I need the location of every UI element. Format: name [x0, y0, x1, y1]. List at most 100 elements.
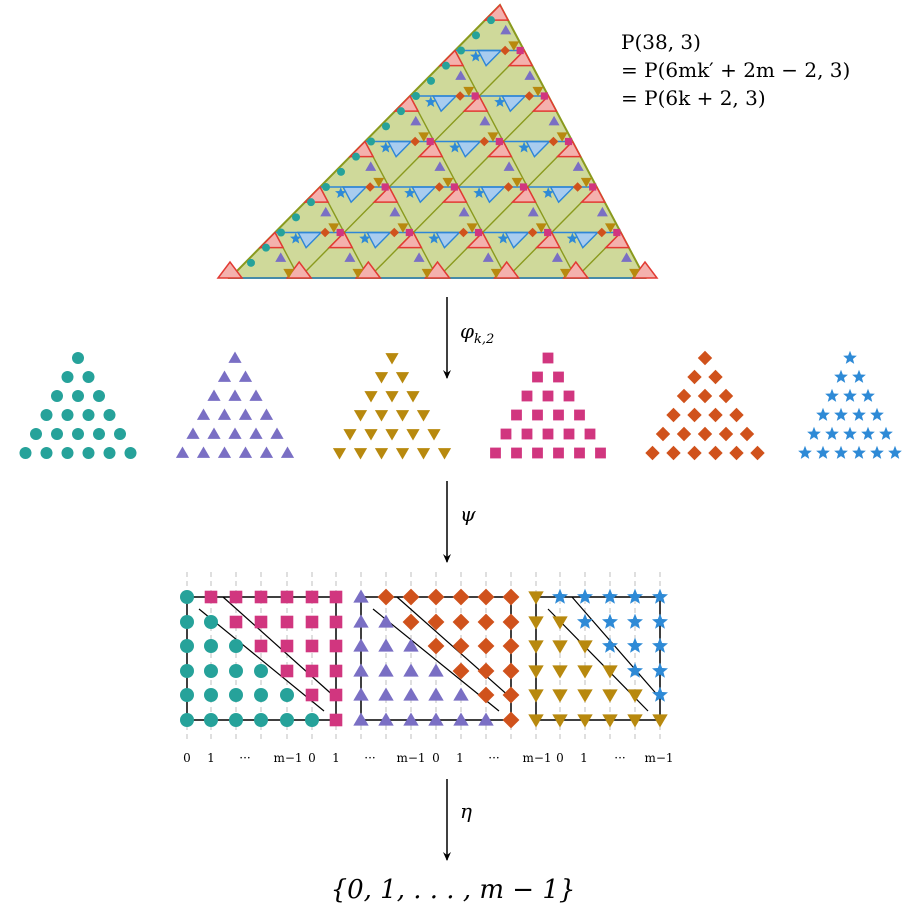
triangle-down-icon	[374, 372, 389, 384]
square-icon	[511, 409, 522, 421]
tick-label: 0	[183, 751, 191, 765]
diag-line	[364, 141, 439, 279]
diamond-icon	[389, 227, 400, 238]
grid-diagonal	[571, 596, 661, 699]
triangle-down-icon	[332, 448, 347, 460]
corner-triangle	[417, 140, 444, 158]
diamond-icon	[697, 426, 713, 442]
triangle-up-icon	[207, 427, 221, 439]
circle-icon	[229, 688, 243, 702]
square-icon	[532, 447, 543, 459]
circle-icon	[204, 664, 218, 678]
square-icon	[540, 92, 548, 100]
square-icon	[563, 428, 575, 440]
grid-diagonal	[396, 596, 512, 699]
square-icon	[532, 371, 543, 383]
diamond-icon	[452, 588, 470, 606]
triangle-up-icon	[551, 252, 563, 262]
corner-triangle	[372, 185, 399, 203]
diamond-icon	[434, 182, 445, 192]
square-icon	[563, 390, 575, 402]
triangle-down-icon	[352, 268, 364, 279]
circle-icon	[204, 688, 218, 702]
circle-icon	[82, 409, 95, 421]
tick-label: 1	[456, 751, 464, 765]
circle-icon	[204, 713, 218, 727]
triangle-down-icon	[385, 429, 399, 441]
circle-icon	[442, 61, 450, 70]
corner-triangle	[507, 49, 534, 67]
square-icon	[471, 92, 479, 100]
triangle-up-icon	[217, 446, 232, 458]
triangle-up-icon	[238, 408, 253, 420]
triangle-up-icon	[453, 687, 469, 701]
diamond-icon	[697, 388, 713, 404]
triangle-down-icon	[364, 429, 378, 441]
blue-region	[296, 231, 600, 249]
corner-triangle	[441, 185, 468, 203]
circle-icon	[61, 371, 74, 383]
triangle-up-icon	[353, 614, 369, 628]
circle-icon	[19, 447, 32, 459]
star-icon	[627, 588, 643, 604]
triangle-up-icon	[428, 712, 444, 726]
tick-label: m−1	[522, 751, 551, 765]
circle-icon	[204, 615, 218, 629]
star-icon	[852, 407, 866, 421]
square-icon	[519, 183, 528, 191]
triangle-up-icon	[378, 638, 394, 652]
square-icon	[542, 352, 554, 364]
square-icon	[542, 390, 554, 402]
star-icon	[888, 445, 902, 459]
square-icon	[381, 183, 389, 191]
circle-icon	[229, 639, 243, 653]
diamond-icon	[502, 662, 520, 680]
square-icon	[589, 183, 597, 191]
equation-line-1: P(38, 3)	[621, 30, 701, 54]
square-icon	[329, 713, 343, 727]
square-icon	[426, 137, 434, 146]
triangle-down-icon	[437, 448, 452, 460]
circle-icon	[292, 213, 300, 222]
star-icon	[870, 445, 884, 459]
triangle-down-icon	[627, 689, 643, 703]
triangle-up-icon	[217, 370, 232, 382]
circle-icon	[382, 122, 390, 131]
grid-tick-labels-right: 0 1 ··· m−1	[556, 751, 673, 765]
grid-diagonal	[222, 596, 337, 699]
star-icon	[852, 369, 866, 383]
diamond-icon	[697, 350, 713, 366]
circle-icon	[72, 428, 84, 440]
triangle-up-icon	[403, 663, 419, 677]
star-icon	[290, 232, 302, 244]
star-icon	[652, 637, 668, 653]
grid-tick-labels: 0 1 ··· m−1 0 1 ··· m−1 0 1 ··· m−1	[183, 751, 551, 765]
triangle-down-icon	[406, 391, 420, 403]
diamond-icon	[655, 426, 671, 442]
diamond-icon	[477, 613, 495, 631]
triangle-up-icon	[479, 115, 491, 126]
diamond-icon	[572, 182, 583, 192]
circle-icon	[61, 409, 74, 421]
triangle-down-icon	[442, 177, 454, 188]
circle-icon	[180, 664, 194, 678]
star-icon	[816, 445, 830, 459]
star-icon	[834, 369, 848, 383]
shape-triangles-row	[19, 350, 902, 461]
triangle-down-icon	[406, 429, 420, 441]
tick-label: m−1	[273, 751, 302, 765]
partition-triangle-diagram	[216, 3, 659, 279]
star-icon	[552, 588, 568, 604]
square-icon	[329, 615, 343, 629]
diamond-icon	[596, 227, 607, 238]
diamond-icon	[458, 227, 469, 238]
star-icon	[577, 588, 593, 604]
triangle-up-icon	[413, 252, 425, 262]
diamond-icon	[687, 445, 702, 461]
shape-triangle-square	[490, 352, 606, 459]
square-icon	[305, 688, 319, 702]
circle-icon	[457, 46, 465, 55]
square-icon	[553, 447, 564, 459]
star-icon	[652, 662, 668, 678]
